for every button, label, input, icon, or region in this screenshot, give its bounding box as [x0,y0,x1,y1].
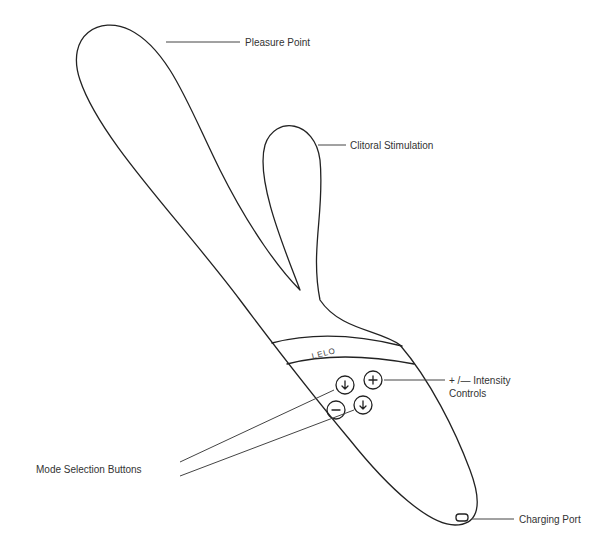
part-label: Clitoral Stimulation [350,139,433,152]
button-symbol [369,376,377,384]
intensity-button [364,371,382,389]
collar-line [287,357,414,364]
mode-button [354,396,372,414]
mode-button [336,376,354,394]
leader-line [166,42,240,43]
leader-line [384,380,445,381]
charging-port [456,514,468,521]
collar-line [272,336,402,346]
button-symbol [342,381,348,389]
leader-line [318,145,346,146]
part-label: + /— Intensity Controls [449,374,519,400]
device-outline [76,25,477,525]
button-symbol [332,409,340,410]
brand-logo: LELO [311,346,337,361]
part-label: Mode Selection Buttons [36,463,142,476]
part-label: Charging Port [519,513,581,526]
leader-line [472,519,514,520]
button-symbol [360,401,366,409]
part-label: Pleasure Point [245,36,310,49]
leader-line [180,410,354,476]
